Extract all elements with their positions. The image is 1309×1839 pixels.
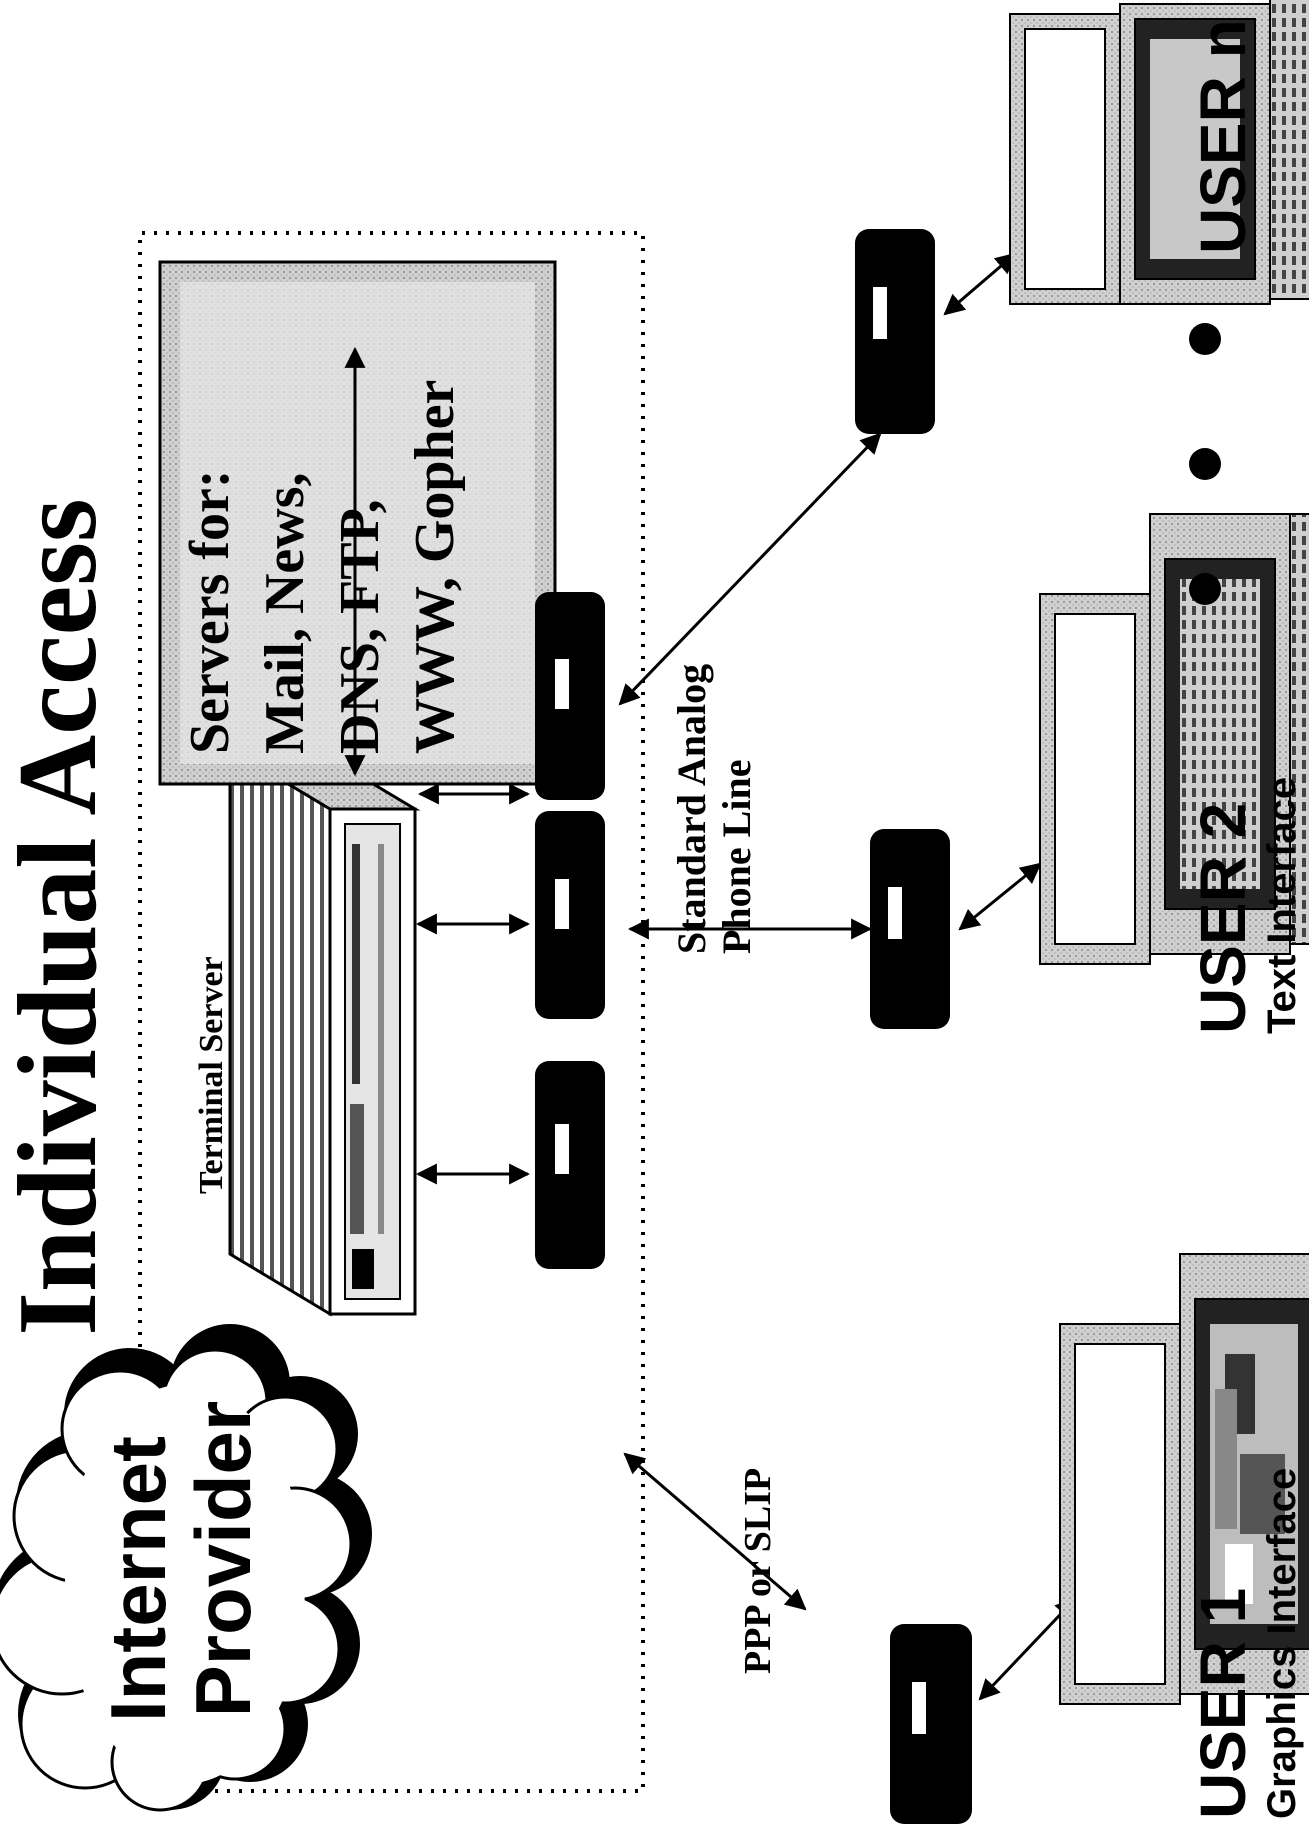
servers-box-line1: Servers for: [179,469,241,754]
user2-workstation [870,513,1309,1029]
protocol-label: PPP or SLIP [737,1468,779,1674]
servers-box-line3: DNS, FTP, [329,499,391,754]
ellipsis-dot-1 [1189,573,1221,605]
user1-label: USER 1 [1187,1588,1259,1819]
user1-modem [890,1624,972,1824]
provider-modem-3 [535,592,605,800]
ellipsis-dot-3 [1189,323,1221,355]
provider-modem-2 [535,811,605,1019]
usern-computer [1009,0,1309,305]
provider-modem-1 [535,1061,605,1269]
link-usern-provider [618,432,882,706]
user2-label: USER 2 [1187,803,1259,1034]
servers-box: Servers for: Mail, News, DNS, FTP, WWW, … [158,260,557,786]
user2-computer [1039,513,1309,965]
terminal-server: Terminal Server [193,746,421,1317]
phone-line-label-2: Phone Line [714,760,759,954]
user1-workstation [890,1253,1309,1824]
phone-line-label-1: Standard Analog [669,664,714,954]
usern-workstation [855,0,1309,434]
internet-cloud: Internet Provider [0,1324,372,1812]
user1-computer [1059,1253,1309,1705]
ellipsis-dot-2 [1189,448,1221,480]
user2-interface: Text Interface [1260,777,1304,1034]
cloud-label-line2: Provider [179,1401,267,1717]
user2-modem [870,829,950,1029]
servers-box-line4: WWW, Gopher [404,380,466,754]
servers-box-line2: Mail, News, [254,472,316,754]
user1-interface: Graphics Interface [1260,1468,1304,1819]
link-user1-provider [623,1452,807,1611]
terminal-server-label: Terminal Server [193,956,230,1194]
cloud-label-line1: Internet [94,1436,182,1722]
usern-modem [855,229,935,434]
page-title: Individual Access [0,498,120,1335]
usern-label: USER n [1187,19,1259,254]
